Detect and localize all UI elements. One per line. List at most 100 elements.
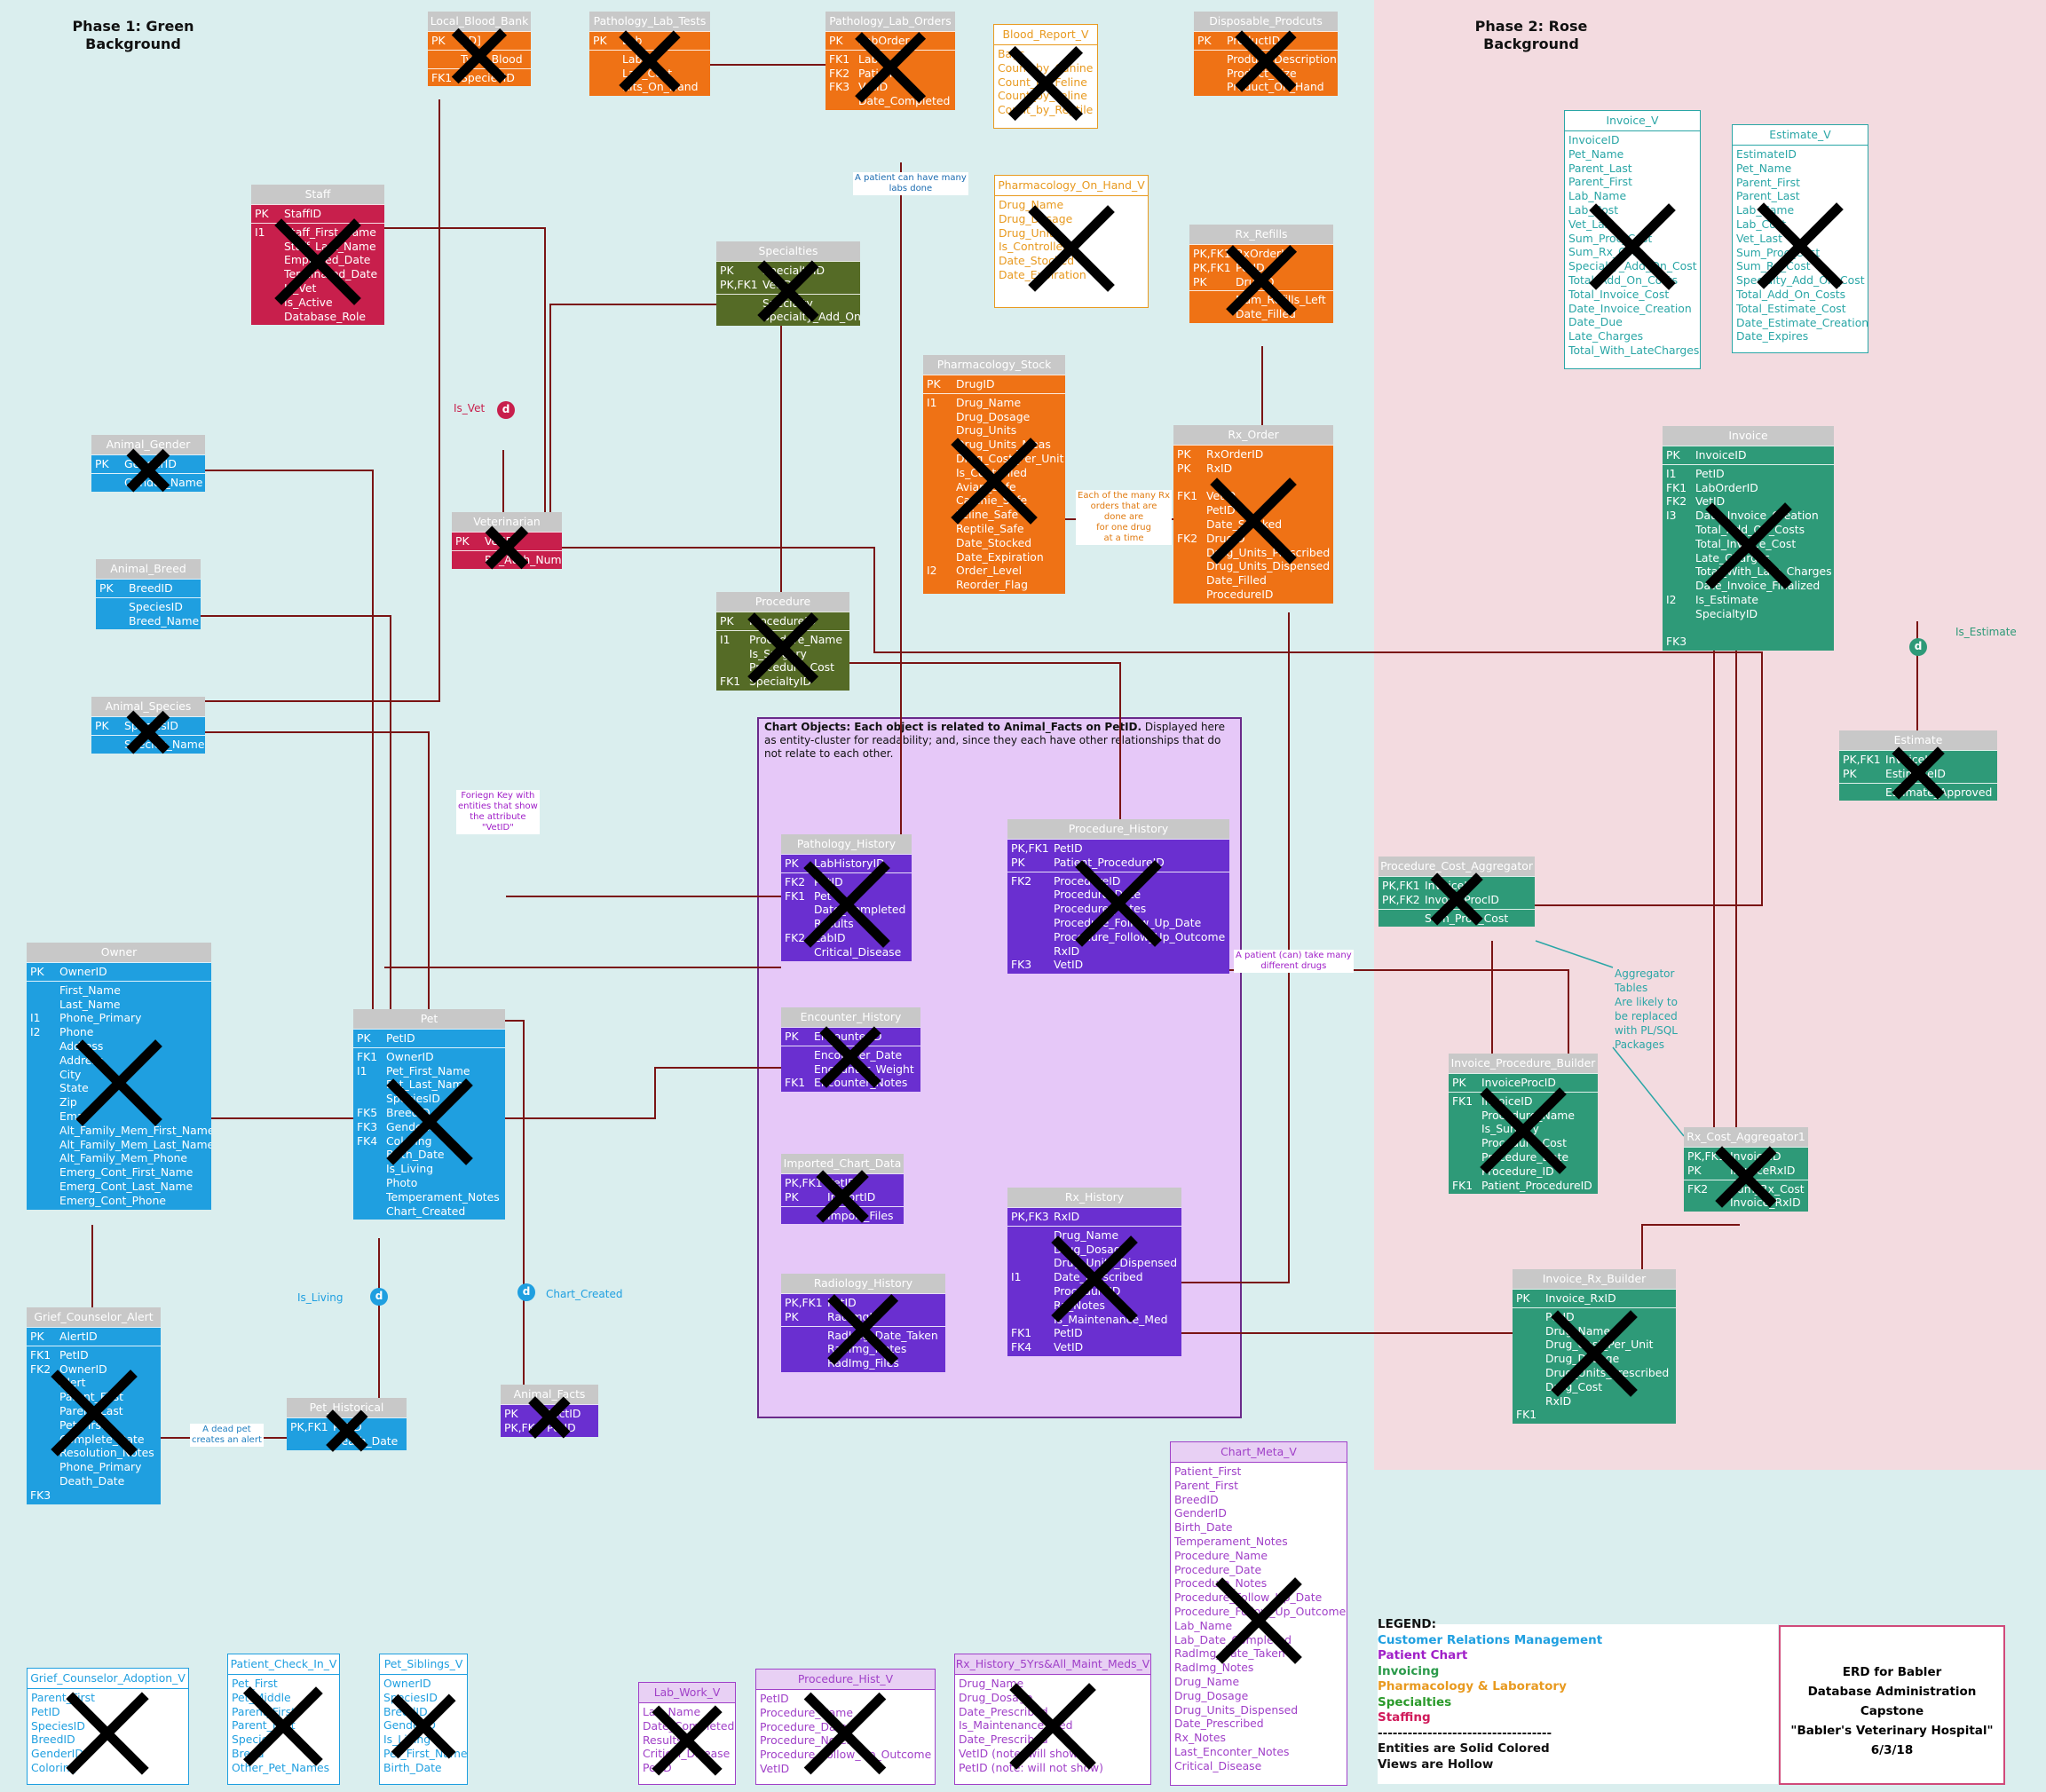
entity-title: Pathology_Lab_Orders: [826, 12, 955, 31]
entity-key-column: [781, 1329, 827, 1370]
entity-key-column: [428, 52, 461, 67]
entity-field-list: InvoiceID: [1695, 448, 1747, 462]
relationship-line: [1181, 612, 1290, 1283]
legend-item-pharmacy: Pharmacology & Laboratory: [1378, 1679, 1567, 1693]
view-field-list: Bags Count_by_Canine Count_by_Feline Cou…: [998, 47, 1094, 117]
entity-title: Rx_Order: [1173, 425, 1333, 445]
entity-field-list: PetID Death_Date: [333, 1420, 399, 1448]
entity-key-column: [1378, 912, 1425, 926]
entity-field-list: RxOrderID PetID DrugID: [1236, 247, 1293, 288]
phase2-title: Phase 2: Rose Background: [1474, 18, 1588, 52]
entity-section: Gender_Name: [91, 472, 205, 492]
entity-key-column: [452, 553, 485, 567]
entity-field-list: VetID: [485, 534, 515, 548]
entity-field-list: Drug_Name Drug_Dosage Drug_Units_Dispens…: [1054, 1228, 1178, 1354]
note-patient-drugs: A patient (can) take many different drug…: [1234, 950, 1354, 973]
view-field-list: Patient_First Parent_First BreedID Gende…: [1174, 1464, 1347, 1772]
entity-title: Disposable_Prodcuts: [1194, 12, 1338, 31]
entity-field-list: RxID: [1054, 1210, 1080, 1223]
entity-key-column: PK: [720, 614, 734, 628]
entity-title: Pharmacology_Stock: [923, 355, 1065, 375]
entity-key-column: I1 I2: [927, 395, 937, 578]
entity-key-column: PK: [99, 581, 114, 595]
entity-key-column: PK: [455, 534, 470, 548]
entity-field-list: ProcedureID Procedure_Date Procedure_Not…: [1054, 873, 1226, 972]
entity-title: Invoice_Procedure_Builder: [1449, 1054, 1598, 1073]
entity-key-column: PK: [30, 965, 44, 978]
view-field-list: Lab_Name Date_Completed Results Critical…: [643, 1705, 735, 1775]
entity-key-column: PK: [593, 34, 607, 47]
entity-section: Estimate_Approved: [1839, 782, 1997, 801]
entity-key-column: PK: [785, 857, 799, 870]
label-is-vet: Is_Vet: [454, 402, 486, 414]
entity-key-column: PK,FK1: [290, 1420, 328, 1433]
entity-field-list: First_Name Last_Name Phone_Primary Phone…: [59, 983, 211, 1207]
entity-key-column: [91, 738, 124, 752]
entity-key-column: PK: [1666, 448, 1680, 462]
entity-key-column: PK PK FK1 FK2: [1177, 447, 1198, 545]
entity-key-column: PK: [30, 1330, 44, 1343]
label-is-living: Is_Living: [297, 1291, 344, 1304]
entity-field-list: PetID Patient_ProcedureID: [1054, 841, 1165, 869]
entity-key-column: FK1 FK1: [1452, 1093, 1473, 1192]
entity-key-column: PK: [357, 1031, 371, 1045]
entity-key-column: [1839, 785, 1885, 800]
entity-key-column: PK: [255, 207, 269, 220]
entity-key-column: PK: [431, 34, 446, 47]
entity-field-list: LabHistoryID: [814, 857, 885, 870]
entity-field-list: RxOrderID RxID VetID PetID Date_Stocked …: [1206, 447, 1331, 601]
entity-field-list: Estimate_Approved: [1885, 785, 1993, 799]
view-field-list: Drug_Name Drug_Dosage Drug_Units Is_Cont…: [999, 198, 1086, 281]
entity-key-column: PK,FK1 PK: [1843, 753, 1881, 780]
view-title: Patient_Check_In_V: [228, 1654, 339, 1675]
entity-field-list: InvoiceID Procedure_Name Is_Surgery Proc…: [1481, 1093, 1592, 1192]
